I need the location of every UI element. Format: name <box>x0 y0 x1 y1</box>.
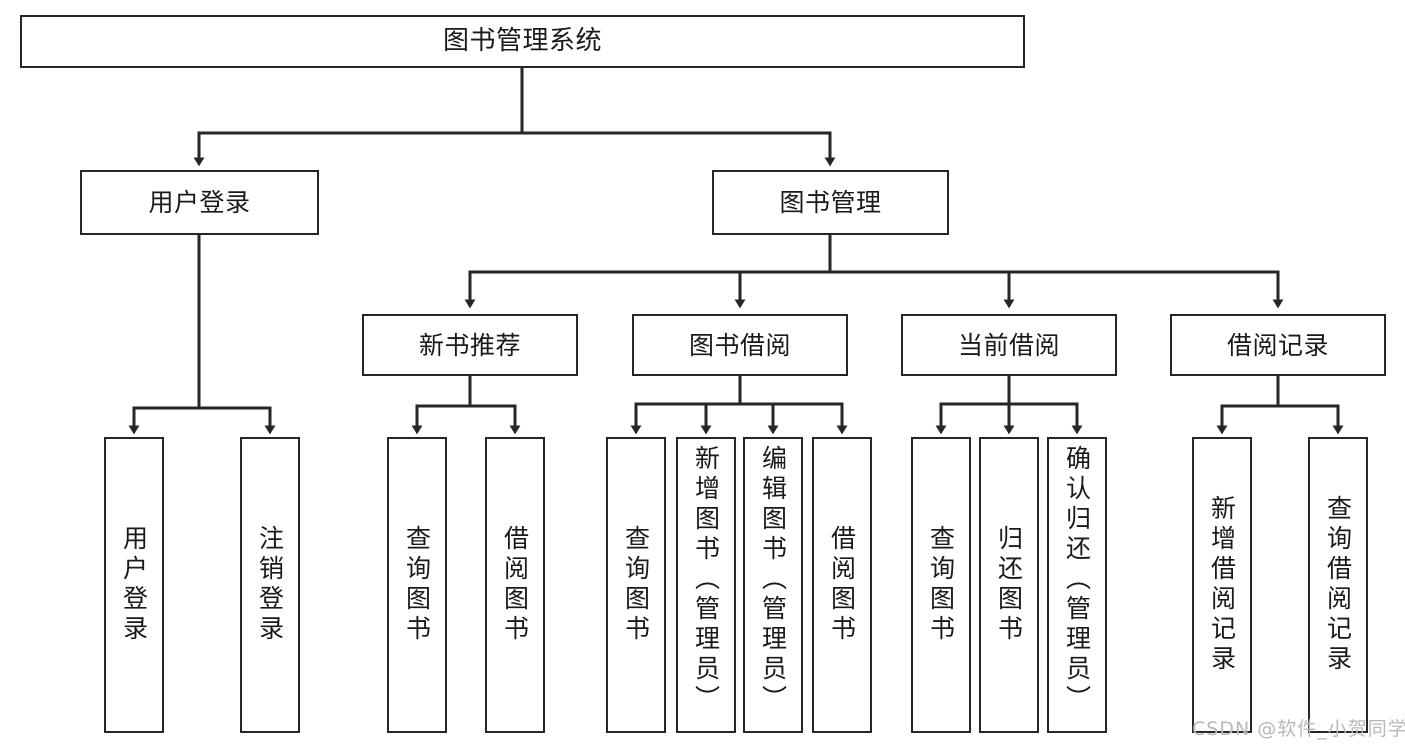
node-leaf-edit-book-label: 编辑图书（管理员） <box>758 445 788 715</box>
node-leaf-confirm-return-label: 确认归还（管理员） <box>1062 445 1092 715</box>
node-leaf-return-book[interactable]: 归还图书 <box>979 437 1039 733</box>
node-leaf-query-book-2-label: 查询图书 <box>621 525 651 645</box>
node-book-borrow[interactable]: 图书借阅 <box>632 314 848 376</box>
node-user-login[interactable]: 用户登录 <box>80 170 319 235</box>
node-leaf-add-record-label: 新增借阅记录 <box>1207 495 1237 675</box>
node-leaf-user-logout-label: 注销登录 <box>255 525 285 645</box>
node-leaf-query-book-3-label: 查询图书 <box>926 525 956 645</box>
node-user-login-label: 用户登录 <box>148 188 251 217</box>
node-leaf-query-book-1[interactable]: 查询图书 <box>387 437 447 733</box>
node-book-borrow-label: 图书借阅 <box>688 330 791 360</box>
node-leaf-user-login[interactable]: 用户登录 <box>104 437 164 733</box>
node-leaf-add-book[interactable]: 新增图书（管理员） <box>676 437 736 733</box>
node-book-manage[interactable]: 图书管理 <box>712 170 949 235</box>
node-leaf-borrow-book-2[interactable]: 借阅图书 <box>812 437 872 733</box>
node-leaf-query-book-1-label: 查询图书 <box>402 525 432 645</box>
node-leaf-query-record[interactable]: 查询借阅记录 <box>1308 437 1368 733</box>
node-leaf-confirm-return[interactable]: 确认归还（管理员） <box>1047 437 1107 733</box>
node-root-system[interactable]: 图书管理系统 <box>20 15 1025 68</box>
node-leaf-query-book-2[interactable]: 查询图书 <box>606 437 666 733</box>
watermark-text: CSDN @软件_小贺同学 <box>1192 718 1405 740</box>
node-current-borrow-label: 当前借阅 <box>957 330 1060 360</box>
node-book-manage-label: 图书管理 <box>779 188 882 217</box>
node-leaf-add-record[interactable]: 新增借阅记录 <box>1192 437 1252 733</box>
node-leaf-borrow-book-1-label: 借阅图书 <box>500 525 530 645</box>
node-leaf-query-record-label: 查询借阅记录 <box>1323 495 1353 675</box>
node-root-system-label: 图书管理系统 <box>442 26 602 57</box>
node-leaf-query-book-3[interactable]: 查询图书 <box>911 437 971 733</box>
node-current-borrow[interactable]: 当前借阅 <box>901 314 1117 376</box>
node-leaf-borrow-book-2-label: 借阅图书 <box>827 525 857 645</box>
node-leaf-edit-book[interactable]: 编辑图书（管理员） <box>743 437 803 733</box>
node-borrow-record-label: 借阅记录 <box>1226 330 1329 360</box>
node-borrow-record[interactable]: 借阅记录 <box>1170 314 1386 376</box>
node-leaf-add-book-label: 新增图书（管理员） <box>691 445 721 715</box>
node-leaf-borrow-book-1[interactable]: 借阅图书 <box>485 437 545 733</box>
node-leaf-return-book-label: 归还图书 <box>994 525 1024 645</box>
node-new-book-recommend[interactable]: 新书推荐 <box>362 314 578 376</box>
node-leaf-user-logout[interactable]: 注销登录 <box>240 437 300 733</box>
node-new-book-recommend-label: 新书推荐 <box>418 330 521 360</box>
node-leaf-user-login-label: 用户登录 <box>119 525 149 645</box>
